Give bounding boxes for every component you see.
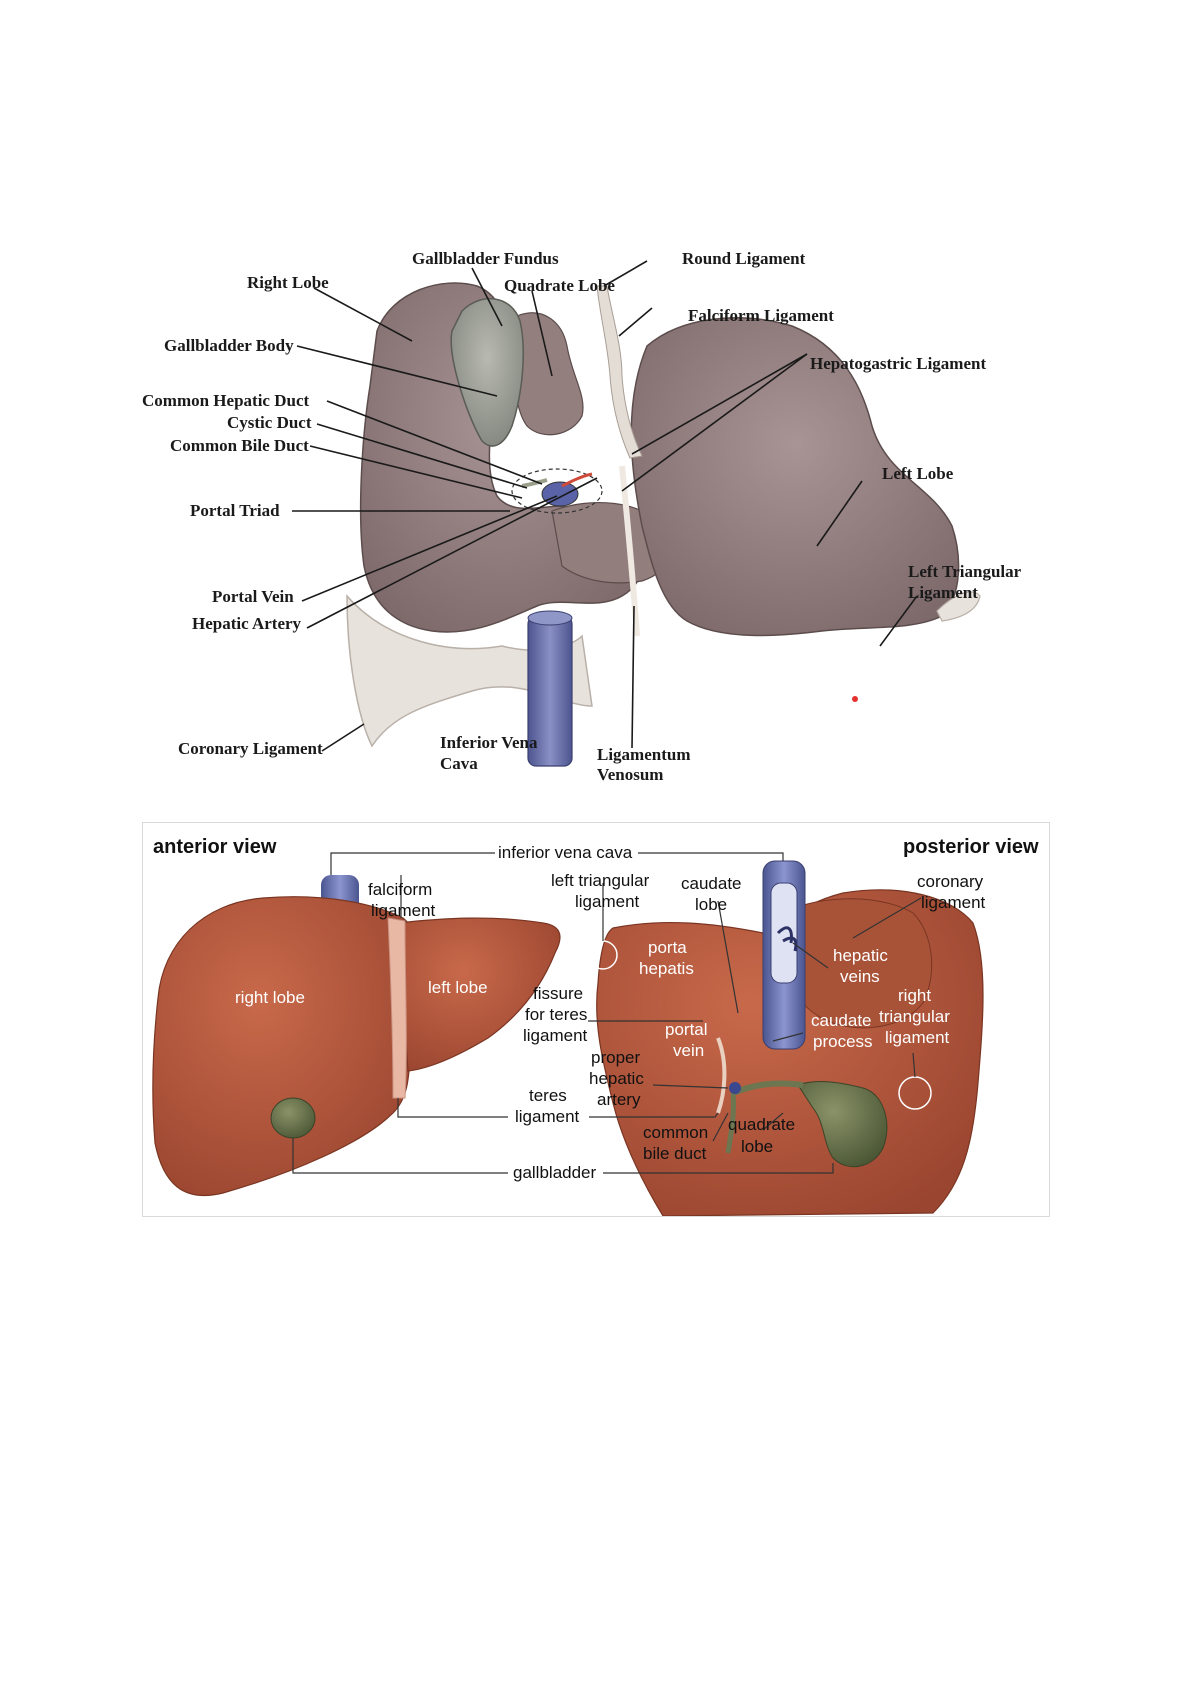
label-coronary-2: ligament — [921, 893, 986, 912]
label-lig-venosum-2: Venosum — [597, 765, 663, 784]
label-right-lobe: right lobe — [235, 988, 305, 1007]
label-gallbladder-fundus: Gallbladder Fundus — [412, 249, 559, 268]
label-inferior-vena-cava: inferior vena cava — [498, 843, 633, 862]
label-right-triangular-2: triangular — [879, 1007, 950, 1026]
label-teres-1: teres — [529, 1086, 567, 1105]
top-leader-lines — [292, 260, 918, 752]
ligamentum-venosum-shape — [619, 465, 640, 637]
label-ivc-2: Cava — [440, 754, 478, 773]
anterior-right-lobe-shape — [152, 896, 419, 1197]
label-porta-1: porta — [648, 938, 687, 957]
label-caudate-lobe-1: caudate — [681, 874, 742, 893]
label-falciform-1: falciform — [368, 880, 432, 899]
label-left-triangular-2: ligament — [575, 892, 640, 911]
liver-inferior-view-diagram: Right Lobe Gallbladder Fundus Quadrate L… — [142, 236, 1048, 792]
gallbladder-shape — [450, 297, 524, 447]
label-porta-2: hepatis — [639, 959, 694, 978]
bottom-leader-lines — [292, 852, 922, 1174]
label-fissure-3: ligament — [523, 1026, 588, 1045]
label-falciform-ligament: Falciform Ligament — [688, 306, 834, 325]
posterior-gallbladder-shape — [797, 1081, 888, 1168]
label-quadrate-1: quadrate — [728, 1115, 795, 1134]
portal-vein-posterior-shape — [729, 1082, 741, 1094]
cursor-marker — [852, 696, 858, 702]
label-proper-hepatic-3: artery — [597, 1090, 641, 1109]
label-common-bile-1: common — [643, 1123, 708, 1142]
label-hepatic-artery: Hepatic Artery — [192, 614, 302, 633]
falciform-ligament-shape — [596, 285, 643, 459]
label-portal-triad: Portal Triad — [190, 501, 280, 520]
anterior-falciform-ligament-shape — [387, 917, 407, 1099]
label-left-lobe: left lobe — [428, 978, 488, 997]
label-falciform-2: ligament — [371, 901, 436, 920]
label-coronary-ligament: Coronary Ligament — [178, 739, 323, 758]
label-hepatic-veins-1: hepatic — [833, 946, 888, 965]
label-left-triangular-1: Left Triangular — [908, 562, 1022, 581]
quadrate-lobe-shape — [513, 312, 584, 436]
label-gallbladder-body: Gallbladder Body — [164, 336, 294, 355]
portal-vein-shape — [541, 481, 579, 507]
label-ivc-1: Inferior Vena — [440, 733, 538, 752]
label-fissure-1: fissure — [533, 984, 583, 1003]
label-teres-2: ligament — [515, 1107, 580, 1126]
label-proper-hepatic-1: proper — [591, 1048, 640, 1067]
label-gallbladder: gallbladder — [513, 1163, 597, 1182]
label-hepatogastric-ligament: Hepatogastric Ligament — [810, 354, 986, 373]
posterior-ivc-opening-shape — [770, 882, 798, 984]
label-round-ligament: Round Ligament — [682, 249, 806, 268]
label-proper-hepatic-2: hepatic — [589, 1069, 644, 1088]
label-caudate-lobe-2: lobe — [695, 895, 727, 914]
label-fissure-2: for teres — [525, 1005, 587, 1024]
label-portal-vein-1: portal — [665, 1020, 708, 1039]
label-left-triangular-2: Ligament — [908, 583, 978, 602]
bile-duct-shape — [521, 478, 548, 488]
label-right-triangular-3: ligament — [885, 1028, 950, 1047]
label-caudate-process-2: process — [813, 1032, 873, 1051]
label-coronary-1: coronary — [917, 872, 984, 891]
anterior-gallbladder-shape — [270, 1097, 316, 1139]
label-left-triangular-1: left triangular — [551, 871, 650, 890]
label-portal-vein: Portal Vein — [212, 587, 294, 606]
label-cystic-duct: Cystic Duct — [227, 413, 312, 432]
label-right-lobe: Right Lobe — [247, 273, 329, 292]
left-triangular-ligament-shape — [936, 591, 981, 622]
portal-triad-shape — [511, 468, 603, 514]
label-portal-vein-2: vein — [673, 1041, 704, 1060]
label-common-bile-duct: Common Bile Duct — [170, 436, 309, 455]
label-lig-venosum-1: Ligamentum — [597, 745, 691, 764]
label-hepatic-veins-2: veins — [840, 967, 880, 986]
common-bile-duct-shape — [725, 1092, 736, 1154]
label-quadrate-lobe: Quadrate Lobe — [504, 276, 615, 295]
ivc-top-shape — [527, 610, 573, 626]
label-common-bile-2: bile duct — [643, 1144, 707, 1163]
hepatic-veins-shape — [776, 926, 798, 952]
label-quadrate-2: lobe — [741, 1137, 773, 1156]
posterior-bare-area-shape — [780, 898, 933, 1029]
label-right-triangular-1: right — [898, 986, 931, 1005]
liver-views-svg: anterior view posterior view — [152, 836, 1039, 1216]
teres-ligament-shape — [716, 1037, 727, 1114]
title-posterior-view: posterior view — [903, 836, 1039, 858]
label-caudate-process-1: caudate — [811, 1011, 872, 1030]
label-left-lobe: Left Lobe — [882, 464, 954, 483]
liver-inferior-view-svg: Right Lobe Gallbladder Fundus Quadrate L… — [142, 249, 1022, 784]
title-anterior-view: anterior view — [153, 836, 277, 858]
hepatic-artery-shape — [561, 472, 593, 488]
liver-anterior-posterior-diagram: anterior view posterior view — [142, 822, 1050, 1217]
label-common-hepatic-duct: Common Hepatic Duct — [142, 391, 309, 410]
